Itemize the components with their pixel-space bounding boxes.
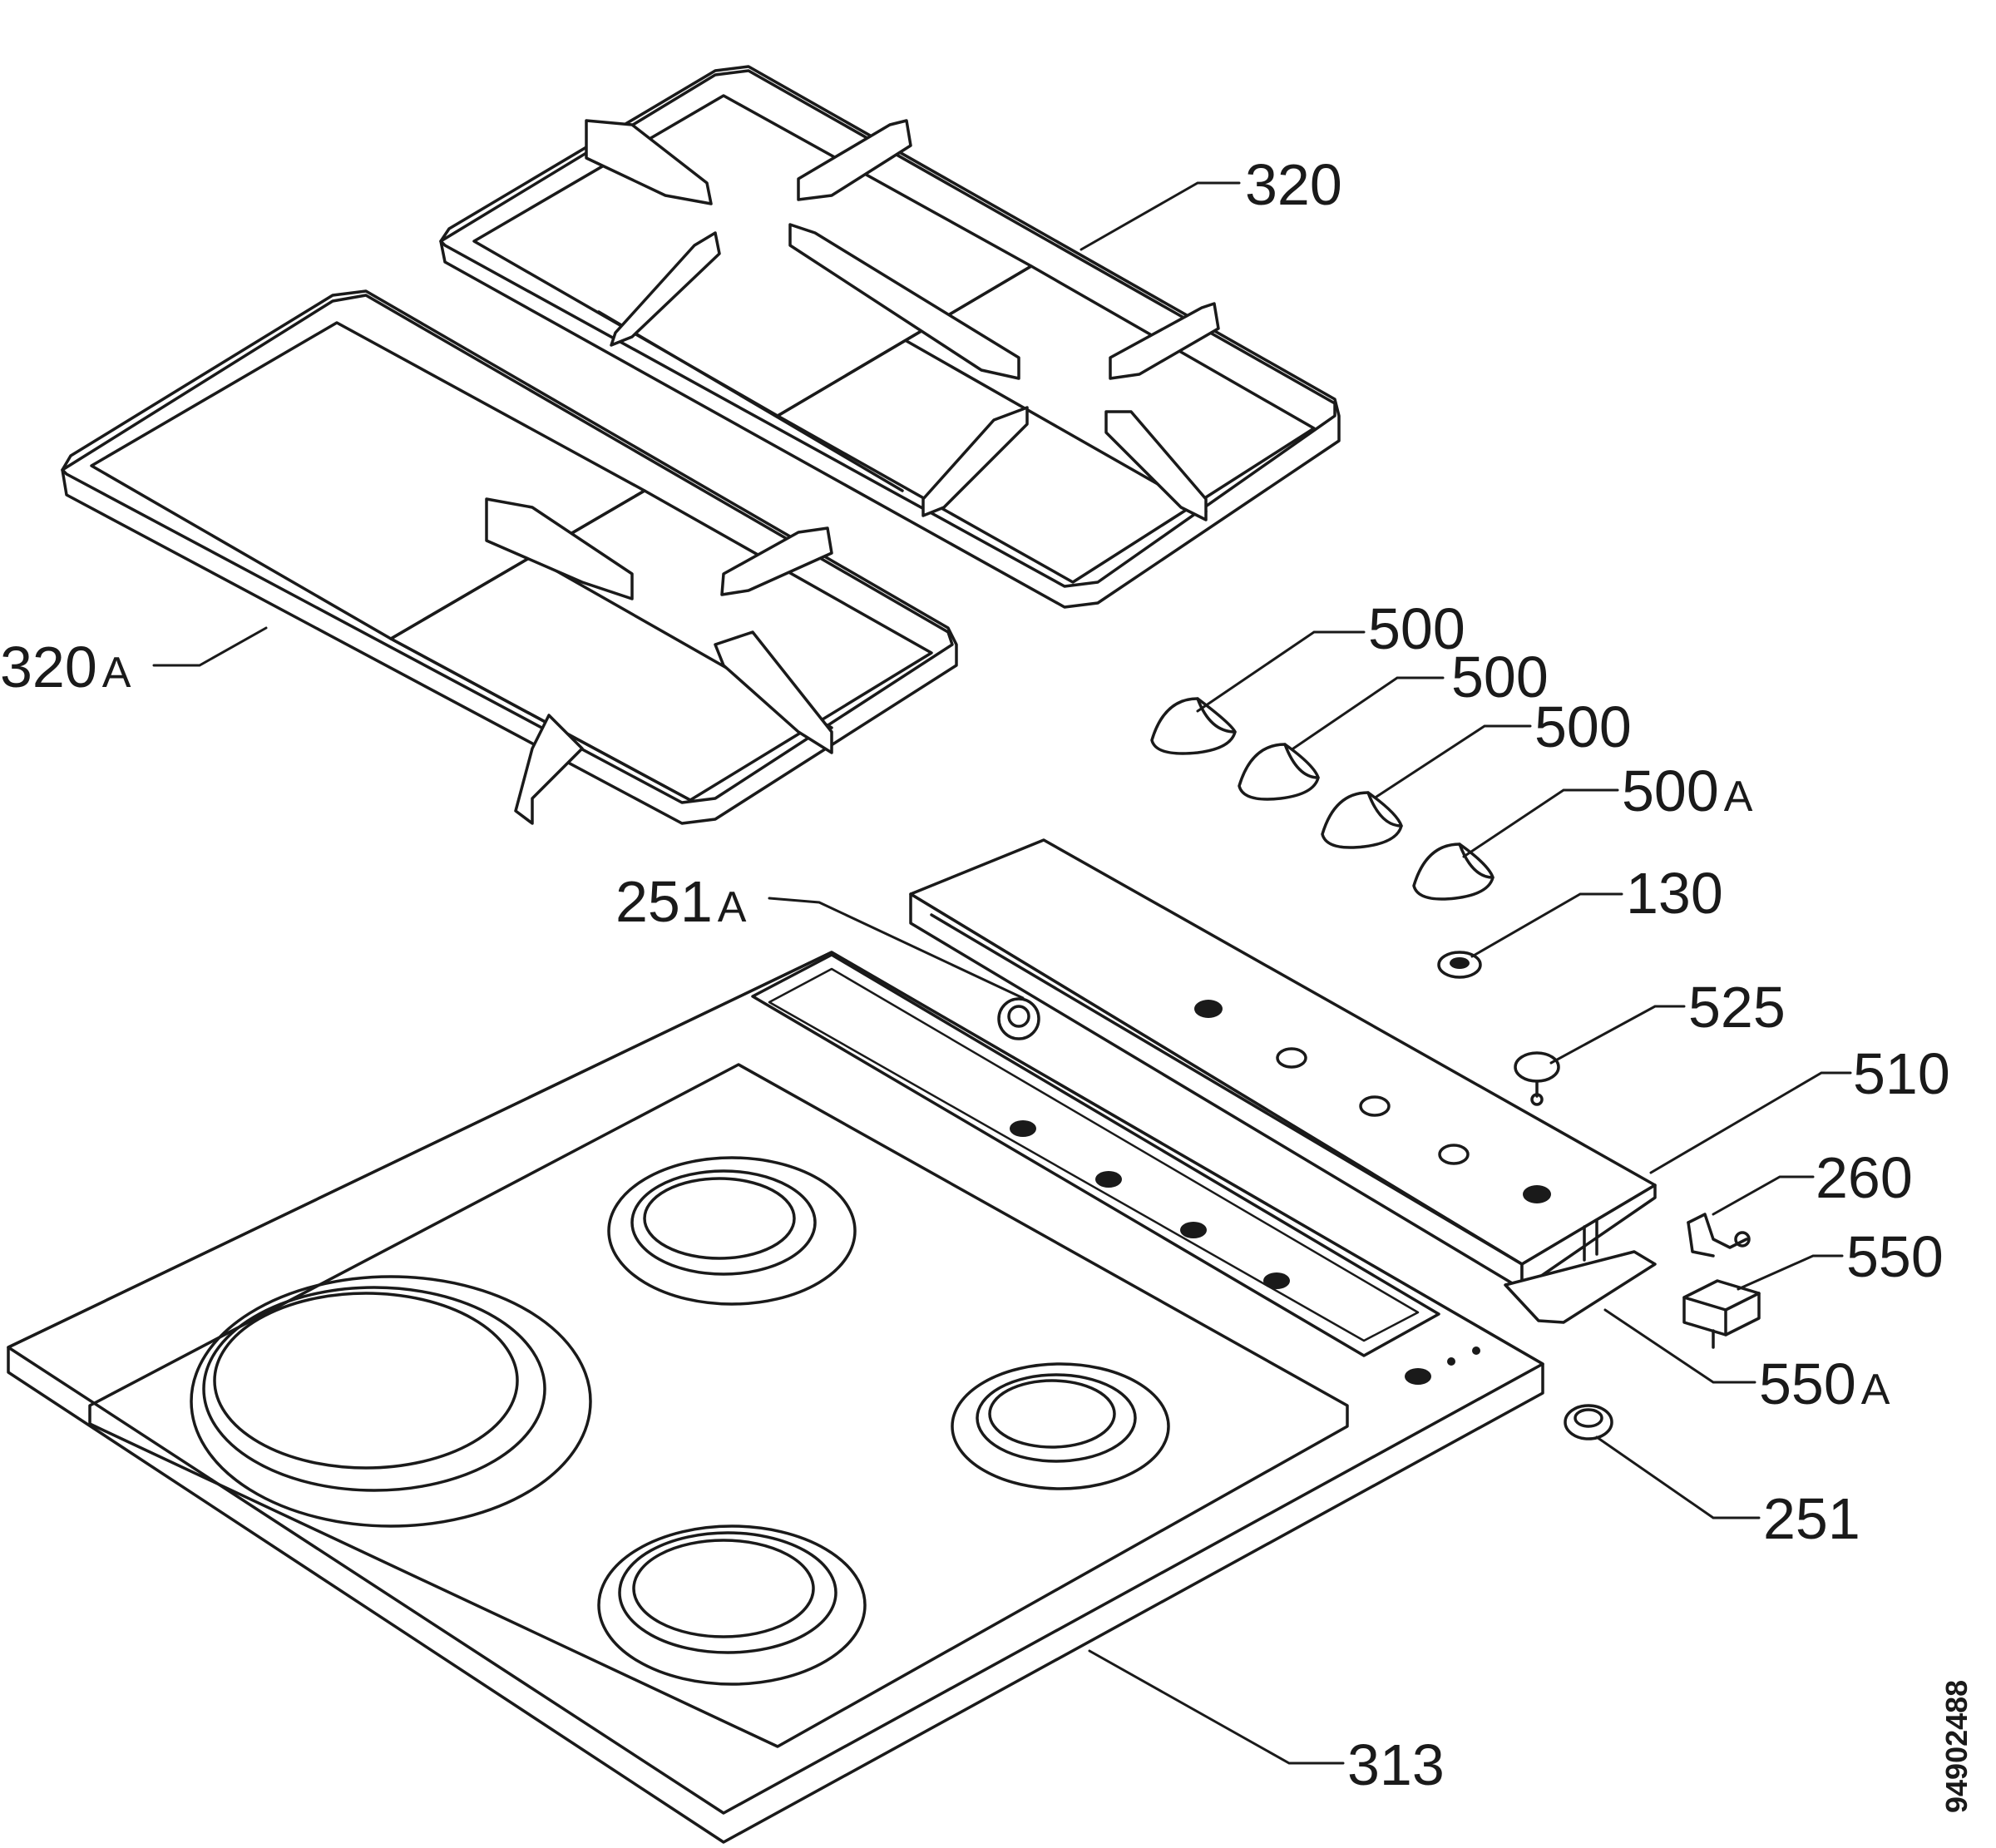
igniter-clip-260 [1687,1213,1751,1258]
leader-lines [152,181,1852,1765]
callout-251A-suffix: A [718,883,747,931]
callout-320A-number: 320 [0,635,97,699]
callout-500-2: 500 [1451,645,1549,709]
callout-260: 260 [1816,1145,1913,1210]
callout-320A-suffix: A [102,649,131,697]
callout-550A-suffix: A [1861,1366,1890,1414]
washer-130 [1437,951,1482,979]
control-panel-510 [909,838,1657,1291]
control-knob-500-3 [1321,791,1403,849]
callout-510: 510 [1853,1041,1950,1106]
pan-grate-320 [439,65,1341,609]
control-knob-500-2 [1238,743,1320,801]
callout-500-3: 500 [1534,694,1632,759]
document-number: 94902488 [1939,1680,1974,1813]
control-knob-500A [1412,842,1495,901]
callout-550A-number: 550 [1759,1351,1856,1416]
callout-130: 130 [1626,861,1723,926]
pan-grate-320A [61,289,958,825]
hob-top-313 [7,951,1544,1844]
callout-313: 313 [1347,1732,1445,1797]
control-knob-500-1 [1150,697,1237,755]
callout-251A-number: 251 [615,869,713,934]
switch-plate-550A [1504,1250,1657,1324]
callout-320: 320 [1245,152,1342,217]
button-525 [1514,1051,1560,1106]
callout-525: 525 [1688,975,1786,1040]
switch-550 [1682,1279,1761,1349]
callout-500A-suffix: A [1724,773,1753,821]
callout-550: 550 [1846,1224,1944,1289]
callout-500A-number: 500 [1622,758,1719,823]
callout-251: 251 [1763,1486,1860,1551]
grommet-251 [1564,1404,1613,1440]
callout-500-1: 500 [1368,596,1465,661]
